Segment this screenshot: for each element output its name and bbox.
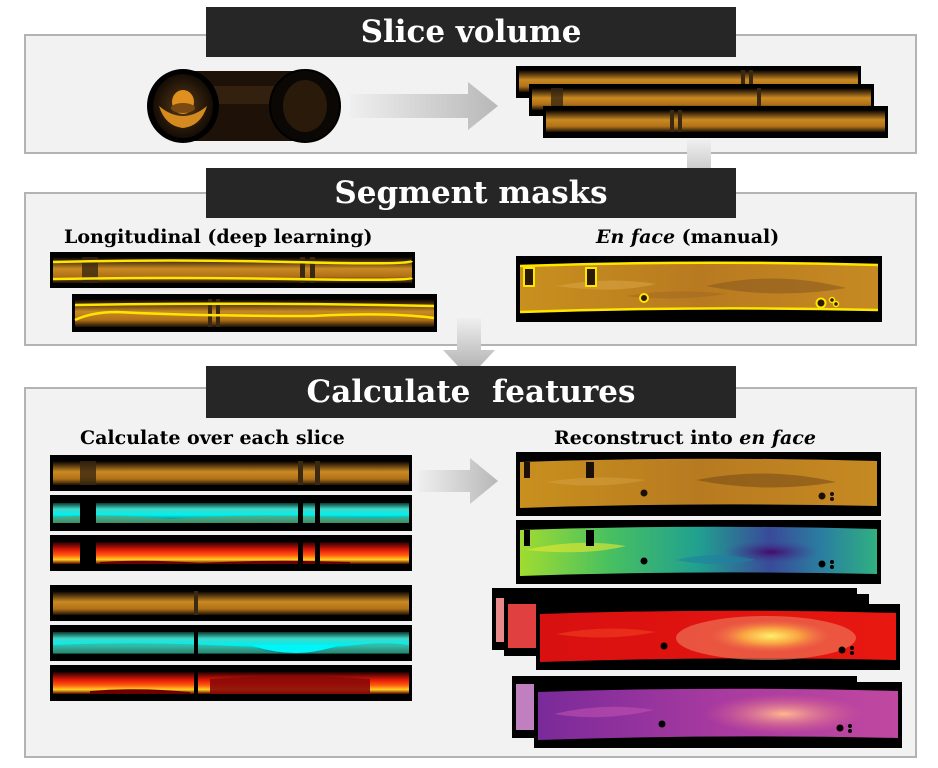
calculate-features-title: Calculate features bbox=[306, 374, 636, 410]
slice2-tissue bbox=[50, 585, 412, 621]
enface-tissue-map bbox=[516, 452, 881, 516]
per-slice-feature-strips bbox=[50, 455, 412, 701]
longitudinal-mask-slices bbox=[50, 252, 437, 332]
enface-viridis-map bbox=[516, 520, 881, 584]
enface-red-stack bbox=[492, 588, 900, 670]
segment-masks-banner: Segment masks bbox=[206, 168, 736, 218]
reconstruct-label: Reconstruct into en face bbox=[554, 427, 816, 449]
calculate-features-banner: Calculate features bbox=[206, 366, 736, 418]
enface-purple-stack bbox=[512, 676, 902, 748]
slice-arrow-icon bbox=[350, 82, 498, 130]
slice2-cyan bbox=[50, 625, 412, 661]
slice1-red bbox=[50, 535, 412, 571]
longitudinal-label: Longitudinal (deep learning) bbox=[64, 226, 373, 248]
enface-mask bbox=[516, 256, 882, 322]
reconstruct-italic: en face bbox=[739, 427, 816, 449]
reconstruct-arrow-icon bbox=[418, 458, 498, 504]
stacked-slices-icon bbox=[516, 66, 888, 138]
down-arrow-icon-2 bbox=[443, 318, 495, 378]
reconstruct-text: Reconstruct into bbox=[554, 427, 740, 449]
manual-text: (manual) bbox=[675, 226, 780, 248]
slice-volume-title: Slice volume bbox=[360, 14, 582, 50]
slice1-tissue bbox=[50, 455, 412, 491]
enface-manual-label: En face (manual) bbox=[596, 226, 779, 248]
segment-masks-title: Segment masks bbox=[334, 175, 608, 211]
volume-cylinder-icon bbox=[147, 69, 341, 143]
slice-volume-banner: Slice volume bbox=[206, 7, 736, 57]
slice2-red bbox=[50, 665, 412, 701]
enface-reconstructions bbox=[492, 452, 902, 748]
calculate-over-slice-label: Calculate over each slice bbox=[80, 427, 345, 449]
slice1-cyan bbox=[50, 495, 412, 531]
enface-italic: En face bbox=[596, 226, 676, 248]
